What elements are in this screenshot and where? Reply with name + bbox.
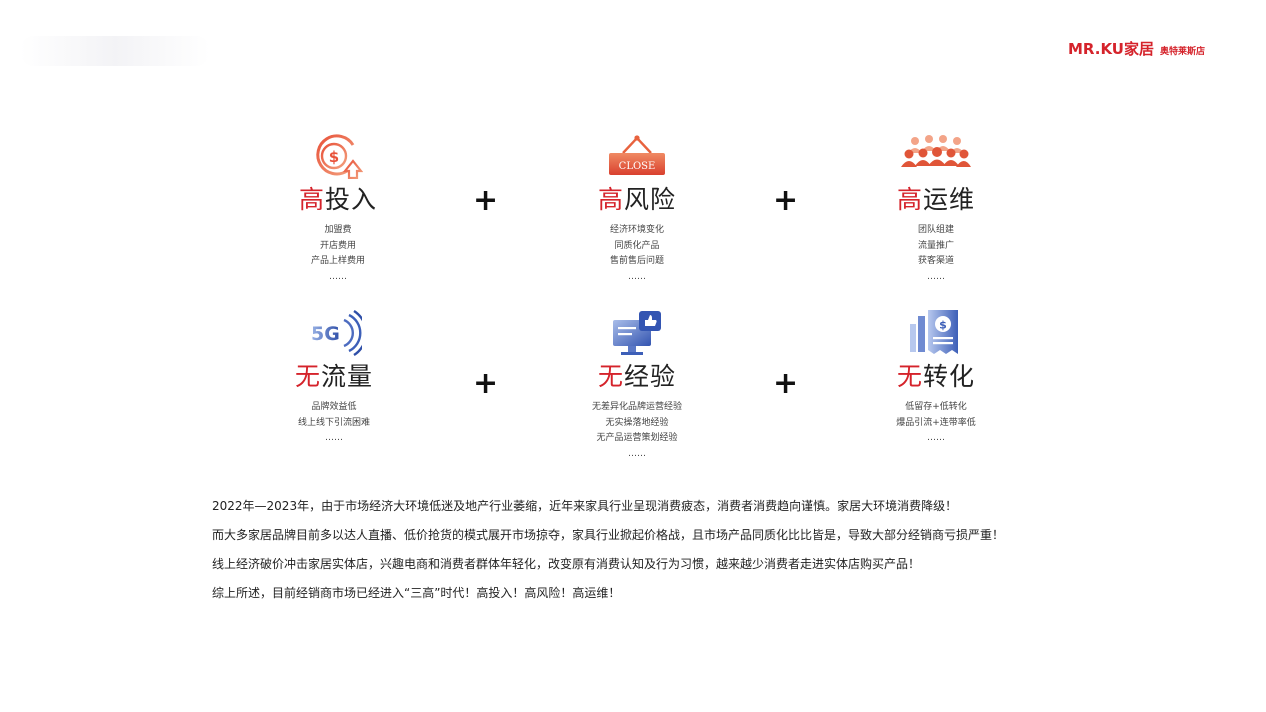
- plus-sign: +: [773, 183, 799, 218]
- card-description: 团队组建 流量推广 获客渠道 ……: [917, 225, 954, 282]
- card-description: 品牌效益低 线上线下引流困难 ……: [297, 402, 370, 443]
- plus-sign: +: [473, 366, 499, 401]
- card-description: 经济环境变化 同质化产品 售前售后问题 ……: [609, 225, 664, 282]
- card-no-conversion: $ 无转化 低留存+低转化 爆品引流+连带率低 ……: [836, 310, 1036, 447]
- 5g-signal-icon: 5G: [311, 310, 362, 356]
- summary-line: 而大多家居品牌目前多以达人直播、低价抢货的模式展开市场掠夺，家具行业掀起价格战，…: [212, 528, 1005, 542]
- card-title: 无经验: [597, 362, 677, 391]
- card-title: 无流量: [294, 362, 374, 391]
- close-sign-icon: CLOSE: [609, 135, 665, 175]
- card-title: 高投入: [298, 185, 378, 214]
- card-description: 无差异化品牌运营经验 无实操落地经验 无产品运营策划经验 ……: [591, 402, 682, 459]
- summary-paragraphs: 2022年—2023年，由于市场经济大环境低迷及地产行业萎缩，近年来家具行业呈现…: [212, 492, 1112, 608]
- brand-name: MR.KU家居: [1067, 40, 1154, 58]
- svg-text:$: $: [329, 148, 339, 166]
- plus-sign: +: [473, 183, 499, 218]
- close-label: CLOSE: [619, 161, 656, 172]
- card-high-operation: 高运维 团队组建 流量推广 获客渠道 ……: [836, 133, 1036, 285]
- 5g-label: 5G: [311, 323, 340, 345]
- card-description: 加盟费 开店费用 产品上样费用 ……: [310, 225, 365, 282]
- card-description: 低留存+低转化 爆品引流+连带率低 ……: [896, 402, 976, 443]
- summary-line: 2022年—2023年，由于市场经济大环境低迷及地产行业萎缩，近年来家具行业呈现…: [212, 499, 958, 513]
- bar-dollar-icon: $: [910, 310, 958, 354]
- card-no-experience: 无经验 无差异化品牌运营经验 无实操落地经验 无产品运营策划经验 ……: [537, 310, 737, 462]
- card-title: 无转化: [896, 362, 976, 391]
- card-high-risk: CLOSE 高风险 经济环境变化 同质化产品 售前售后问题 ……: [537, 133, 737, 285]
- brand-subtitle: 奥特莱斯店: [1159, 47, 1205, 57]
- monitor-thumbs-up-icon: [613, 311, 661, 355]
- brand-logo: MR.KU家居 奥特莱斯店: [1068, 38, 1205, 59]
- card-high-investment: $ 高投入 加盟费 开店费用 产品上样费用 ……: [238, 133, 438, 285]
- plus-sign: +: [773, 366, 799, 401]
- header-decor: [20, 36, 210, 66]
- team-people-icon: [901, 135, 971, 167]
- svg-text:$: $: [939, 319, 947, 332]
- card-no-traffic: 5G 无流量 品牌效益低 线上线下引流困难 ……: [234, 310, 434, 447]
- card-title: 高风险: [597, 185, 677, 214]
- summary-line: 线上经济破价冲击家居实体店，兴趣电商和消费者群体年轻化，改变原有消费认知及行为习…: [212, 557, 921, 571]
- summary-line: 综上所述，目前经销商市场已经进入“三高”时代！高投入！高风险！高运维！: [212, 586, 621, 600]
- dollar-up-icon: $: [316, 134, 363, 179]
- card-title: 高运维: [896, 185, 976, 214]
